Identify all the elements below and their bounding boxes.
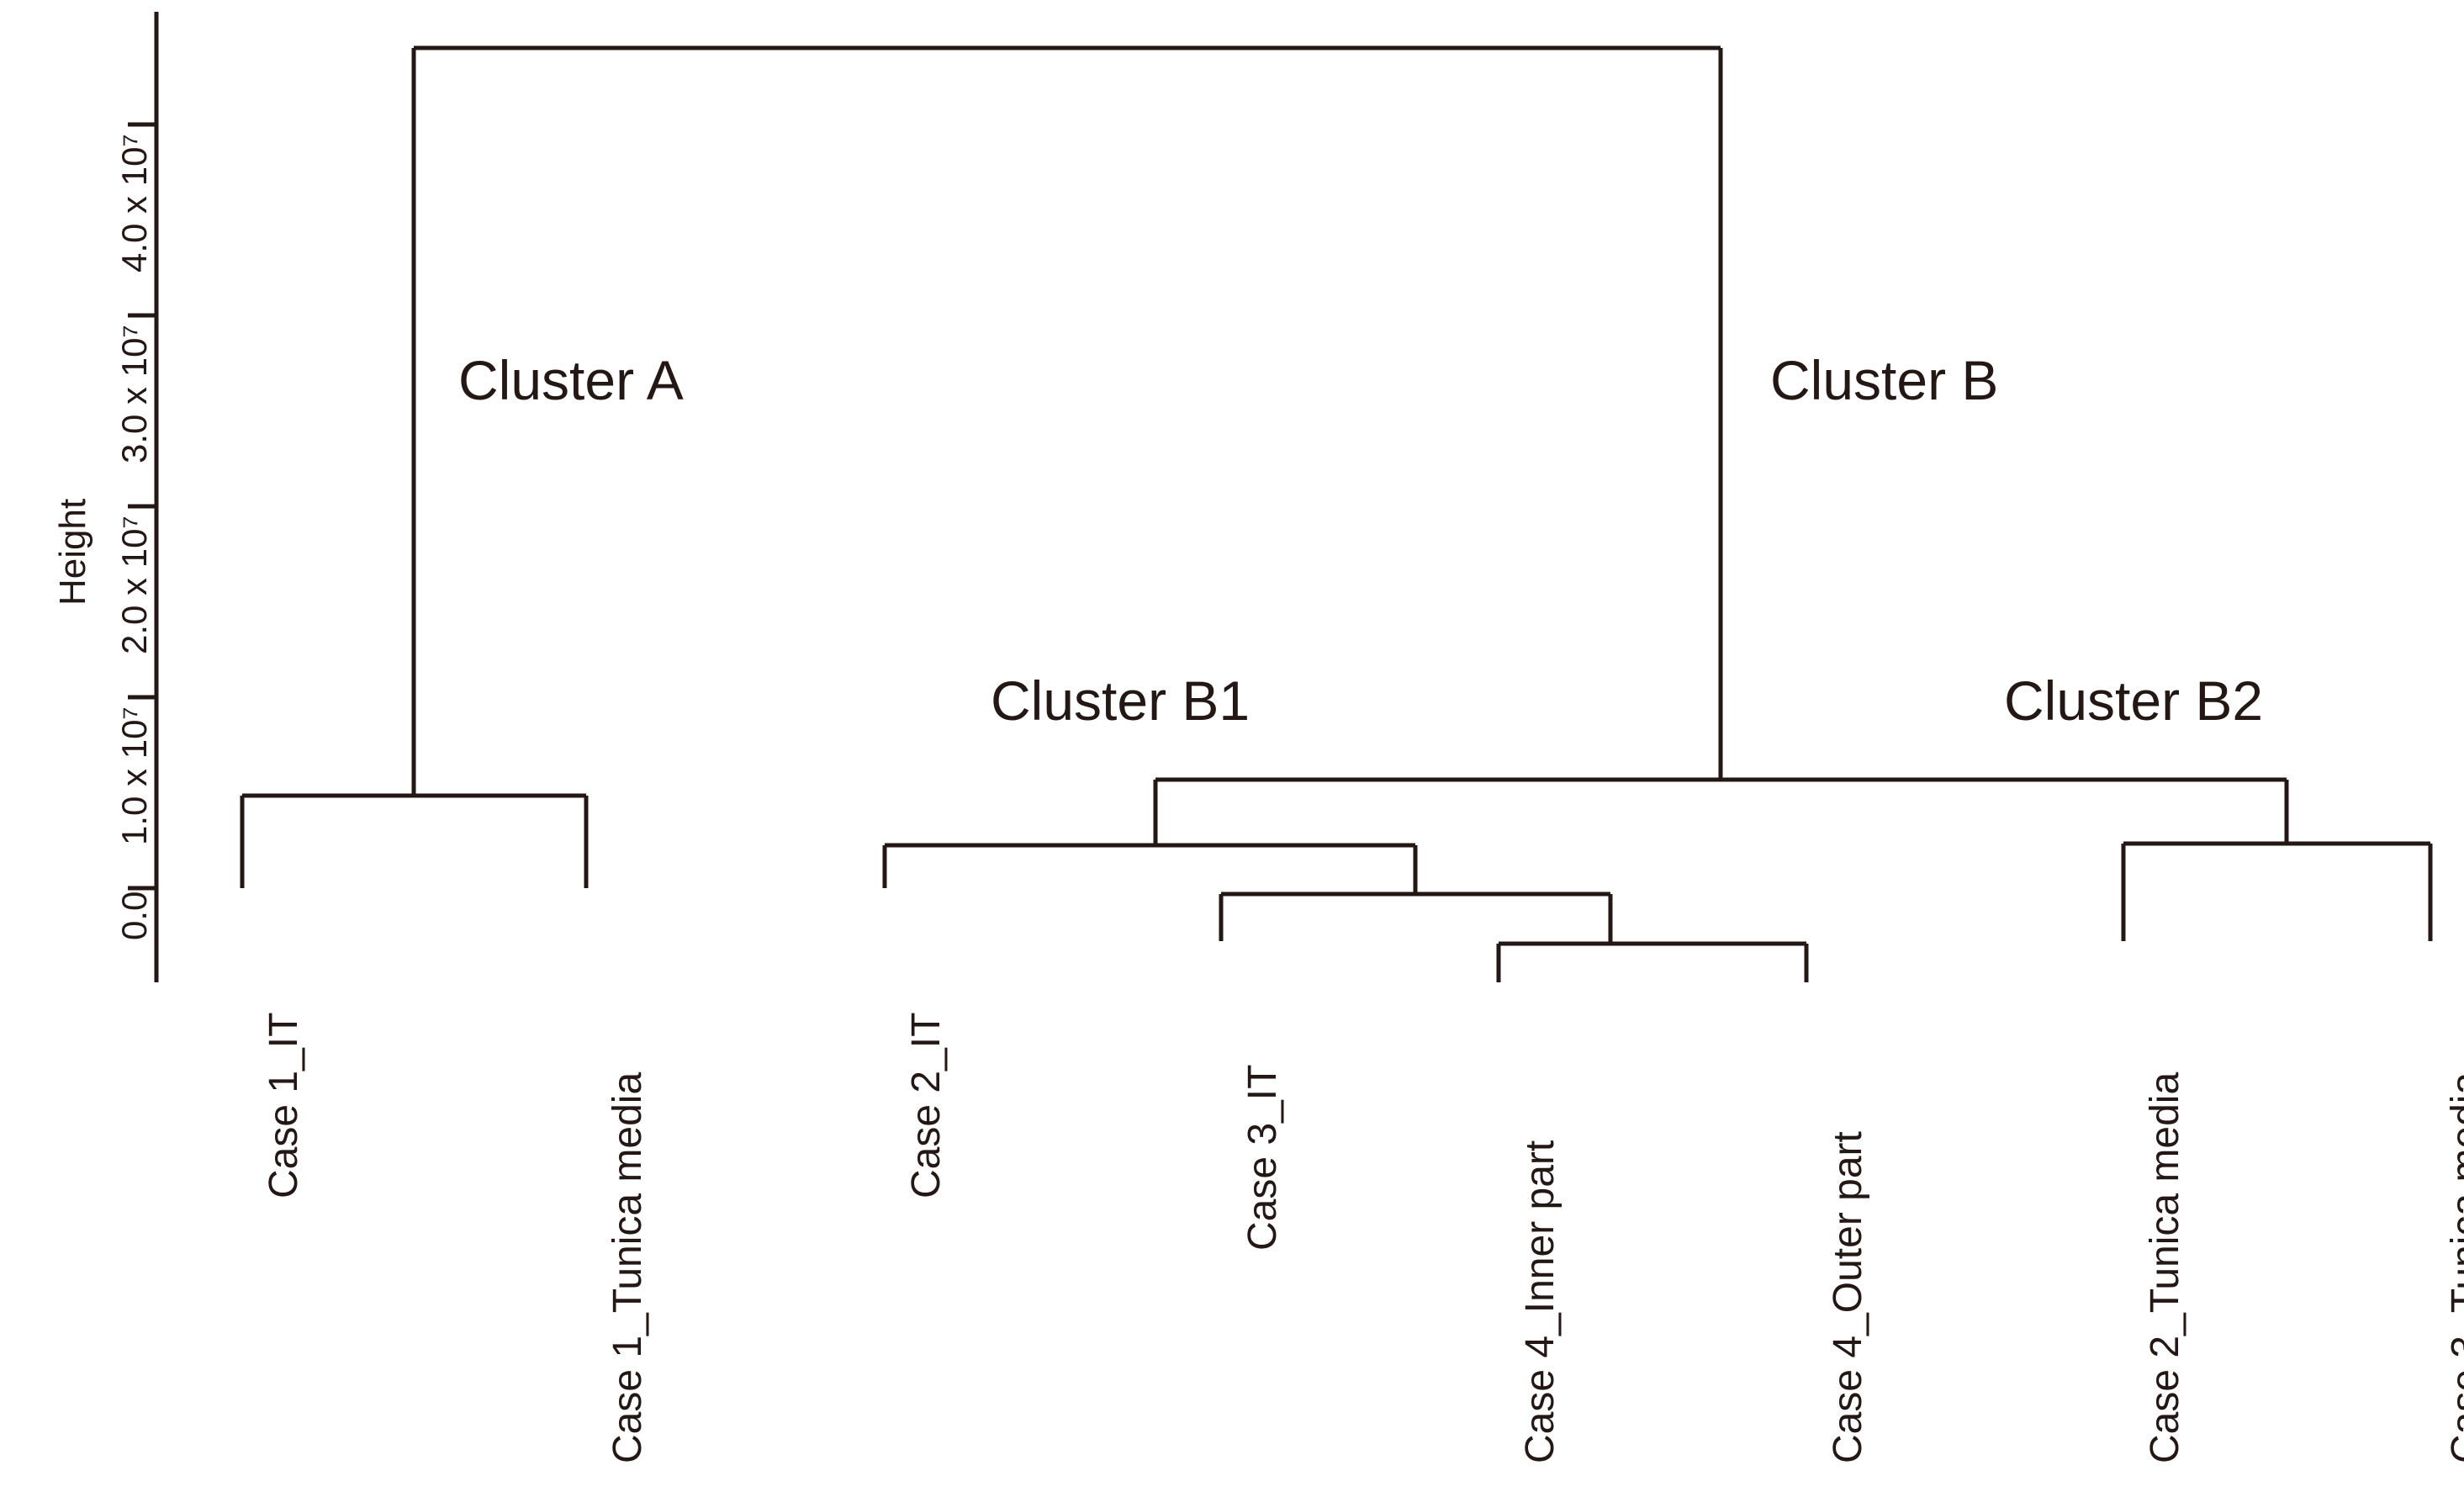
y-tick-label-0: 0.0 [114,891,154,940]
leaf-label-case1-tunica-media: Case 1_Tunica media [605,1071,650,1463]
cluster-label-b2: Cluster B2 [2004,669,2264,732]
cluster-label-b: Cluster B [1770,349,1999,411]
y-tick-label-4e7: 4.0 x 10⁷ [114,134,154,272]
y-axis-title: Height [52,498,93,606]
leaf-label-case2-tunica-media: Case 2_Tunica media [2143,1071,2187,1463]
leaf-label-case3-it: Case 3_IT [1240,1064,1285,1251]
y-tick-label-2e7: 2.0 x 10⁷ [114,516,154,654]
leaf-label-case2-it: Case 2_IT [904,1012,949,1198]
cluster-label-a: Cluster A [458,349,684,411]
y-tick-label-1e7: 1.0 x 10⁷ [114,706,154,845]
cluster-label-b1: Cluster B1 [991,669,1251,732]
leaf-label-case1-it: Case 1_IT [262,1012,306,1198]
dendrogram-tree [240,45,2433,982]
leaf-label-case3-tunica-media: Case 3_Tunica media [2444,1071,2464,1463]
y-tick-label-3e7: 3.0 x 10⁷ [114,325,154,463]
leaf-label-case4-inner-part: Case 4_Inner part [1518,1140,1562,1463]
leaf-label-case4-outer-part: Case 4_Outer part [1826,1131,1870,1463]
y-axis [128,12,159,982]
